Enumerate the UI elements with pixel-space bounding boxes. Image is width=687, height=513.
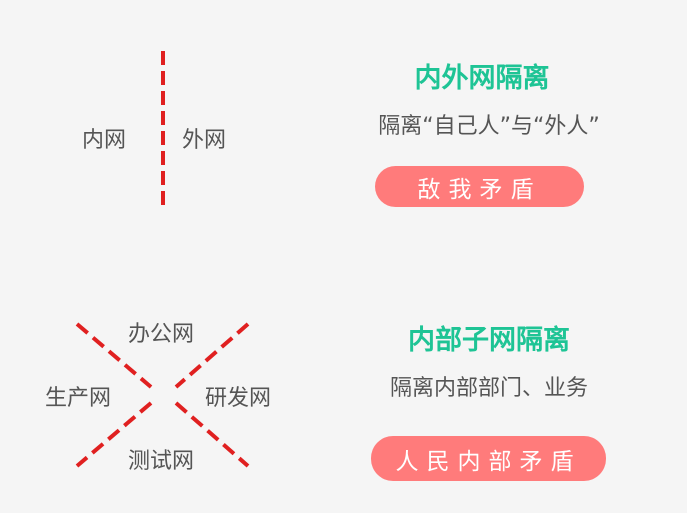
subnet-isolation-description: 隔离内部部门、业务: [389, 376, 589, 401]
inner-outer-isolation-description: 隔离“自己人”与“外人”: [378, 114, 600, 139]
vertical-dashed-divider: [161, 51, 165, 207]
test-network-label: 测试网: [128, 449, 195, 474]
inner-network-label: 内网: [82, 128, 127, 153]
cross-line-upper-right: [174, 322, 250, 389]
people-internal-contradiction-button[interactable]: 人民内部矛盾: [371, 436, 606, 481]
rnd-network-label: 研发网: [205, 386, 272, 411]
cross-line-upper-left: [75, 322, 153, 389]
inner-outer-isolation-title: 内外网隔离: [414, 63, 550, 94]
enemy-contradiction-button[interactable]: 敌我矛盾: [375, 166, 584, 207]
subnet-isolation-title: 内部子网隔离: [408, 325, 570, 356]
office-network-label: 办公网: [128, 322, 195, 347]
production-network-label: 生产网: [45, 386, 112, 411]
outer-network-label: 外网: [182, 128, 227, 153]
cross-line-lower-left: [75, 401, 153, 468]
cross-line-lower-right: [174, 401, 250, 468]
